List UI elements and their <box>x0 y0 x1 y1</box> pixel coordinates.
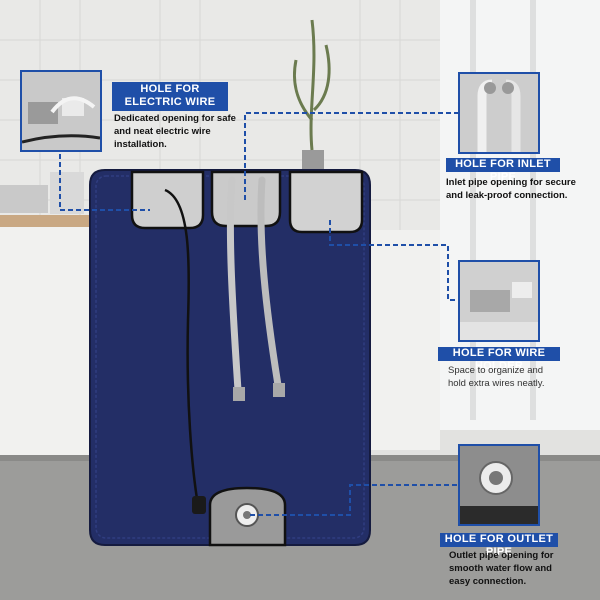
electric-wire-title: HOLE FOR ELECTRIC WIRE <box>112 82 228 111</box>
wire-holder-title: HOLE FOR WIRE HOLDER <box>438 347 560 372</box>
wire-holder-description: Space to organize and hold extra wires n… <box>448 364 588 390</box>
outlet-pipe-hole-image <box>460 446 538 524</box>
wire-holder-thumbnail <box>458 260 540 342</box>
machine-cover <box>89 169 371 547</box>
electric-wire-title-line1: HOLE FOR <box>140 83 200 95</box>
inlet-pipe-thumbnail <box>458 72 540 154</box>
inlet-pipe-hole-image <box>460 74 538 152</box>
outlet-pipe-desc-line2: smooth water flow and <box>449 563 552 574</box>
inlet-pipe-desc-line1: Inlet pipe opening for secure <box>446 177 576 188</box>
wire-holder-desc-line1: Space to organize and <box>448 365 544 376</box>
outlet-pipe-description: Outlet pipe opening for smooth water flo… <box>449 549 589 588</box>
electric-wire-hole-image <box>22 72 100 150</box>
wire-holder-hole-image <box>460 262 538 340</box>
electric-wire-description: Dedicated opening for safe and neat elec… <box>114 112 254 151</box>
inlet-pipe-description: Inlet pipe opening for secure and leak-p… <box>446 176 596 202</box>
outlet-pipe-title: HOLE FOR OUTLET PIPE <box>440 533 558 558</box>
inlet-pipe-title: HOLE FOR INLET PIPE <box>446 158 560 183</box>
electric-wire-desc-line2: and neat electric wire <box>114 126 211 137</box>
electric-wire-desc-line1: Dedicated opening for safe <box>114 113 236 124</box>
outlet-pipe-thumbnail <box>458 444 540 526</box>
outlet-pipe-desc-line3: easy connection. <box>449 576 527 587</box>
wire-holder-desc-line2: hold extra wires neatly. <box>448 378 545 389</box>
electric-wire-thumbnail <box>20 70 102 152</box>
outlet-pipe-desc-line1: Outlet pipe opening for <box>449 550 554 561</box>
electric-wire-desc-line3: installation. <box>114 139 167 150</box>
electric-wire-title-line2: ELECTRIC WIRE <box>124 96 216 108</box>
inlet-pipe-desc-line2: and leak-proof connection. <box>446 190 568 201</box>
